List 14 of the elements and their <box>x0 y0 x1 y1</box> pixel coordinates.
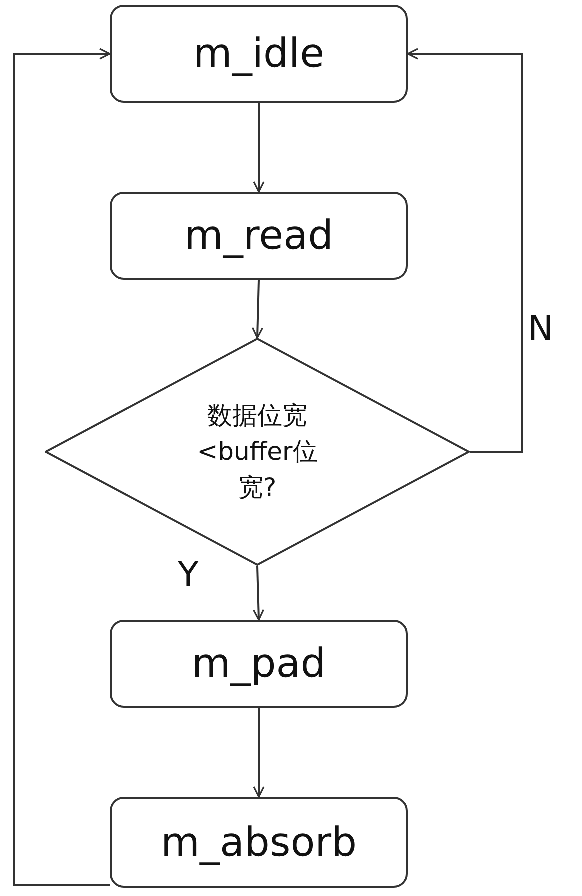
state-box <box>110 797 408 888</box>
arrow <box>252 566 265 621</box>
state-label: m_read <box>184 213 334 259</box>
state-label: m_absorb <box>160 820 357 866</box>
state-box <box>110 620 408 708</box>
arrow <box>253 103 265 193</box>
state-label: m_idle <box>193 31 325 77</box>
arrow <box>407 48 523 453</box>
arrow <box>253 708 265 798</box>
state-label: m_pad <box>192 641 326 687</box>
arrow <box>252 280 264 339</box>
state-box <box>110 192 408 280</box>
decision-text: 数据位宽<buffer位宽? <box>196 400 319 504</box>
state-box <box>110 5 408 103</box>
